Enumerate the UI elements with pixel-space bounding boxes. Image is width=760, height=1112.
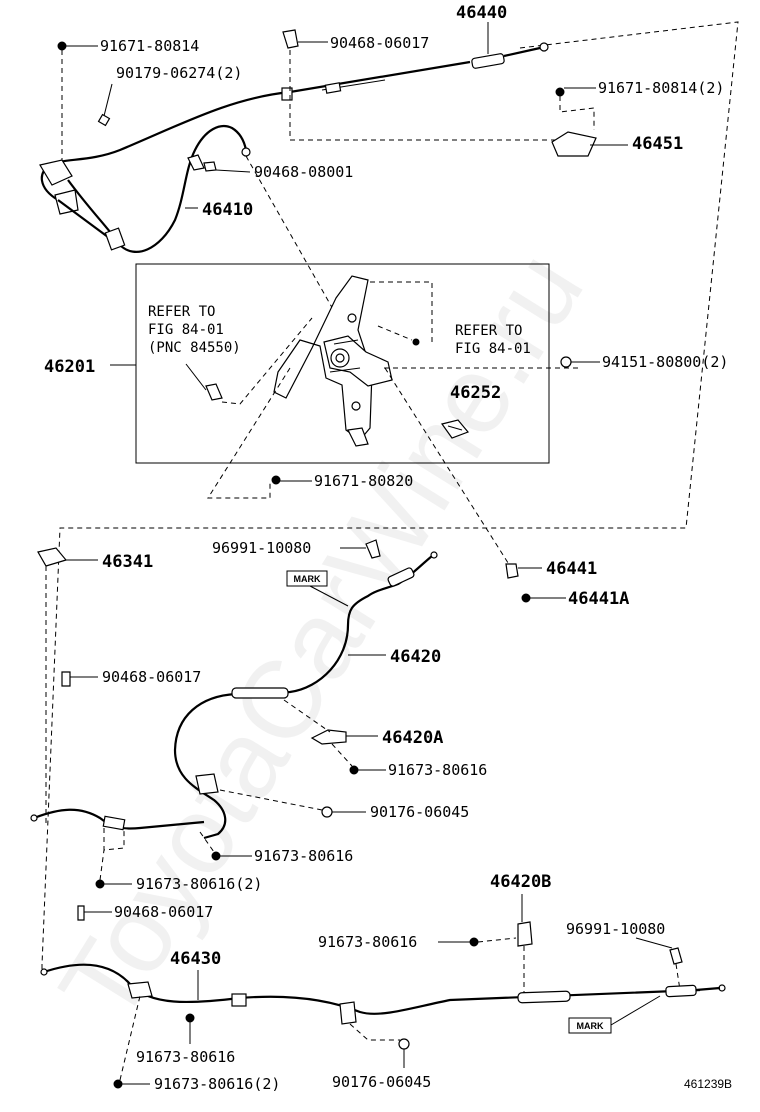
cable-46430 (40, 963, 726, 1025)
bracket-46451 (551, 131, 628, 157)
guide-91671-80820 (207, 367, 291, 499)
grommet-46420 (195, 773, 219, 795)
bolt-91673-80616-bottom-b (185, 1013, 195, 1044)
bolt-refer-right (412, 338, 420, 346)
label-46420B: 46420B (490, 872, 551, 892)
bolt-91671-80814-top (57, 41, 98, 160)
clip-90179-06274 (97, 83, 113, 127)
front-cable-dashed-guide (41, 21, 739, 966)
label-46252: 46252 (450, 383, 501, 403)
refer-right-line-2: FIG 84-01 (455, 341, 531, 357)
clamp-90176-06045-mid (321, 806, 366, 818)
equalizer-46341 (37, 547, 98, 567)
clip-96991-10080-mid (340, 539, 381, 559)
label-91671-80820: 91671-80820 (314, 472, 413, 490)
bolt-91673-80616-bottom-a (438, 937, 517, 947)
nut-46441A (521, 593, 566, 603)
bolt-91673-80616-mid-a (331, 743, 386, 775)
refer-left-line-3: (PNC 84550) (148, 340, 241, 356)
label-90468-06017-bottom: 90468-06017 (114, 903, 213, 921)
label-90468-06017-top: 90468-06017 (330, 34, 429, 52)
cable-46420 (173, 551, 438, 840)
mark-tag-mid: MARK (286, 570, 349, 607)
clip-90468-08001 (187, 154, 251, 173)
label-46441A: 46441A (568, 589, 629, 609)
refer-right-line-1: REFER TO (455, 323, 522, 339)
bolt-91673-80616-mid-c (95, 849, 132, 889)
label-46440: 46440 (456, 3, 507, 23)
mark-text-bottom: MARK (577, 1021, 604, 1031)
clamp-90176-06045-bottom (349, 1023, 410, 1068)
cable-to-lever-guide (245, 155, 339, 319)
guide-right-top (370, 281, 433, 342)
label-91671-80814-right: 91671-80814(2) (598, 79, 724, 97)
label-91673-80616-mid-a: 91673-80616 (388, 761, 487, 779)
lever-assembly-frame (135, 263, 550, 464)
bolt-91673-80616-bottom-c (113, 995, 150, 1089)
cable-bracket-left (39, 159, 79, 215)
label-46420A: 46420A (382, 728, 443, 748)
guide-46441 (384, 367, 511, 567)
clip-96991-10080-bottom (635, 937, 683, 991)
label-91673-80616-mid-b: 91673-80616 (254, 847, 353, 865)
label-46201: 46201 (44, 357, 95, 377)
label-90468-06017-mid: 90468-06017 (102, 668, 201, 686)
figure-code: 461239B (684, 1077, 732, 1091)
label-46420: 46420 (390, 647, 441, 667)
label-96991-10080-bottom: 96991-10080 (566, 920, 665, 938)
label-94151-80800: 94151-80800(2) (602, 353, 728, 371)
nut-46441 (505, 563, 542, 579)
bracket-46420A (283, 699, 378, 745)
label-91673-80616-mid-c: 91673-80616(2) (136, 875, 262, 893)
refer-left-line-1: REFER TO (148, 304, 215, 320)
label-91671-80814-top: 91671-80814 (100, 37, 199, 55)
label-46410: 46410 (202, 200, 253, 220)
label-91673-80616-bottom-c: 91673-80616(2) (154, 1075, 280, 1093)
label-46441: 46441 (546, 559, 597, 579)
label-46430: 46430 (170, 949, 221, 969)
front-cable-46440 (40, 42, 549, 201)
label-46451: 46451 (632, 134, 683, 154)
label-91673-80616-bottom-b: 91673-80616 (136, 1048, 235, 1066)
label-90179-06274: 90179-06274(2) (116, 64, 242, 82)
label-90176-06045-mid: 90176-06045 (370, 803, 469, 821)
clip-90468-06017-mid (61, 671, 98, 687)
cable-end-left-mid (30, 808, 205, 851)
bolt-91673-80616-mid-b (199, 831, 252, 861)
bracket-46420B (517, 894, 533, 996)
refer-left-line-2: FIG 84-01 (148, 322, 224, 338)
bolt-91671-80814-right (555, 87, 596, 130)
clip-90468-06017-bottom (77, 905, 112, 921)
label-46341: 46341 (102, 552, 153, 572)
bolt-91671-80820 (271, 475, 281, 485)
pad-46252 (440, 419, 470, 439)
mark-tag-bottom: MARK (568, 995, 661, 1034)
label-90468-08001: 90468-08001 (254, 163, 353, 181)
cable-46410 (57, 124, 251, 253)
label-90176-06045-bottom: 90176-06045 (332, 1073, 431, 1091)
label-96991-10080-mid: 96991-10080 (212, 539, 311, 557)
label-91673-80616-bottom-a: 91673-80616 (318, 933, 417, 951)
clip-90468-06017-top (282, 29, 560, 141)
parking-brake-lever-46201 (273, 275, 393, 447)
guide-refer-right (377, 325, 413, 341)
refer-part-left (185, 317, 313, 405)
mark-text-mid: MARK (294, 574, 321, 584)
nut-94151-80800 (560, 356, 600, 368)
